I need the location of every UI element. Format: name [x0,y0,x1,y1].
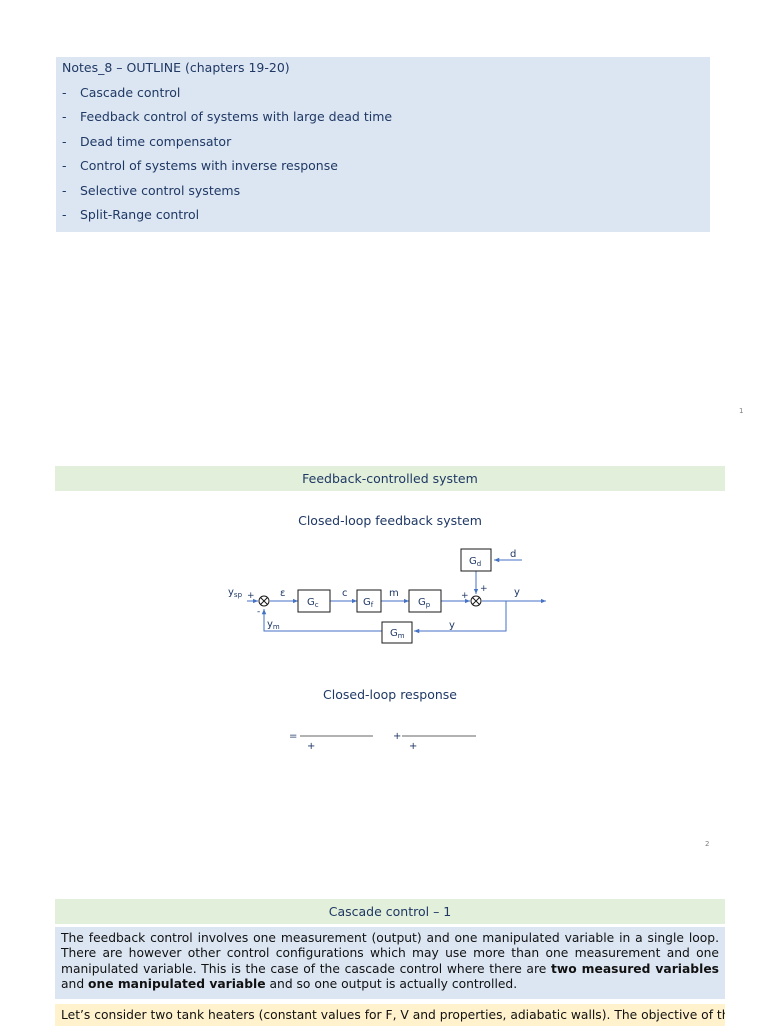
measured-output-label: ym [267,619,280,631]
example-paragraph: Let’s consider two tank heaters (constan… [55,1004,725,1026]
bullet-dash: - [62,183,67,198]
bullet-dash: - [62,158,67,173]
gm-block [381,621,413,644]
outline-item-compensator: -Dead time compensator [62,134,231,149]
gc-block [297,589,331,613]
m-label: m [389,588,399,599]
outline-box [56,57,710,232]
c-label: c [342,588,348,599]
gc-label: Gc [307,597,319,609]
plus-sign-2: + [461,591,469,601]
outline-item-inverse-response: -Control of systems with inverse respons… [62,158,338,173]
block-diagram: Gc Gf Gp Gd Gm ysp + - ε c m + + y d y y… [228,548,546,644]
outline-title: Notes_8 – OUTLINE (chapters 19-20) [62,60,290,75]
gf-block [356,589,382,613]
closed-loop-equation: = + + + [289,731,476,752]
gd-label: Gd [469,556,481,568]
equals-sign: = [289,731,297,742]
section-header: Feedback-controlled system [55,466,725,491]
feedback-path-arrow [414,601,507,634]
bullet-dash: - [62,85,67,100]
gp-label: Gp [418,597,431,609]
outline-item-label: Split-Range control [80,207,200,222]
bullet-dash: - [62,134,67,149]
outline-item-label: Dead time compensator [80,134,232,149]
setpoint-label: ysp [228,587,243,599]
bold-term: two measured variables [550,961,719,976]
intro-paragraph: The feedback control involves one measur… [55,927,725,999]
plus-sign-1: + [247,591,255,601]
response-title: Closed-loop response [323,687,457,702]
denominator-plus-2: + [409,741,417,752]
gf-label: Gf [363,597,374,609]
gp-block [408,589,442,613]
outline-item-label: Cascade control [80,85,181,100]
outline-item-selective: -Selective control systems [62,183,240,198]
sum-plus: + [393,731,401,742]
gd-block [460,548,492,572]
page-number: 2 [705,840,710,848]
error-label: ε [280,588,285,599]
outline-item-dead-time-feedback: -Feedback control of systems with large … [62,109,392,124]
outline-item-split-range: -Split-Range control [62,207,199,222]
section-header: Cascade control – 1 [55,899,725,924]
measurement-arrow [261,609,382,632]
page-number: 1 [739,407,744,415]
feedback-y-label: y [449,620,455,631]
bullet-dash: - [62,207,67,222]
outline-item-cascade: -Cascade control [62,85,180,100]
minus-sign: - [257,607,260,617]
output-label: y [514,587,520,598]
bold-term: one manipulated variable [88,977,266,992]
outline-item-label: Feedback control of systems with large d… [80,109,393,124]
outline-item-label: Control of systems with inverse response [80,158,338,173]
denominator-plus-1: + [307,741,315,752]
disturbance-label: d [510,549,516,560]
gm-label: Gm [390,628,405,640]
bullet-dash: - [62,109,67,124]
plus-sign-3: + [480,584,488,594]
diagram-title: Closed-loop feedback system [298,513,482,528]
outline-item-label: Selective control systems [80,183,241,198]
